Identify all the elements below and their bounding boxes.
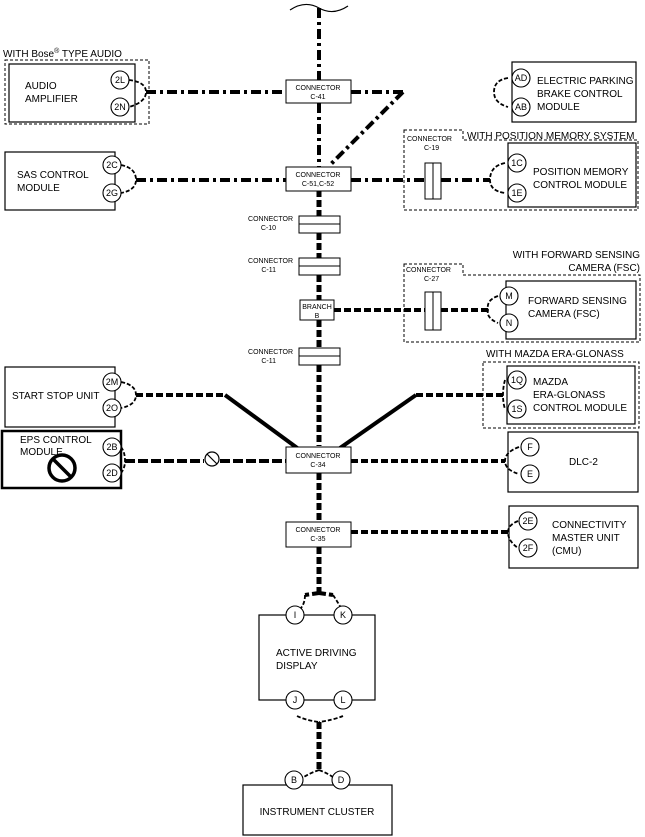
fsc-label: FORWARD SENSING xyxy=(528,296,627,307)
pin-label: N xyxy=(506,318,513,328)
audio-amp-label: AMPLIFIER xyxy=(25,94,78,105)
mazda-label: ERA-GLONASS xyxy=(533,390,606,401)
pin-label: 2O xyxy=(106,403,118,413)
option-boxes xyxy=(4,59,641,429)
adisp-label: ACTIVE DRIVING xyxy=(276,648,357,659)
pin-label: E xyxy=(527,469,533,479)
pin-label: M xyxy=(505,291,513,301)
mazda-label: CONTROL MODULE xyxy=(533,403,627,414)
with-fsc-label: WITH FORWARD SENSING xyxy=(513,250,640,261)
wires-dashed xyxy=(136,308,508,534)
sas-label: MODULE xyxy=(17,183,60,194)
eps-label: MODULE xyxy=(20,447,63,458)
pin-label: 2E xyxy=(522,516,533,526)
with-bose-label: WITH Bose® TYPE AUDIO xyxy=(3,47,122,60)
connector-c34: CONNECTOR xyxy=(296,453,341,460)
pin-label: B xyxy=(291,775,297,785)
pin-label: 1S xyxy=(511,404,522,414)
pin-label: 2B xyxy=(106,442,117,452)
epb-label: BRAKE CONTROL xyxy=(537,89,623,100)
pin-label: AB xyxy=(515,102,527,112)
connector-c11: CONNECTOR xyxy=(248,349,293,356)
connector-c35: C-35 xyxy=(310,536,325,543)
connector-c19: C-19 xyxy=(424,145,439,152)
with-fsc-label: CAMERA (FSC) xyxy=(568,263,640,274)
connector-c35: CONNECTOR xyxy=(296,527,341,534)
connector-lines xyxy=(299,163,434,357)
connector-c10: CONNECTOR xyxy=(248,216,293,223)
bus-top-tilde xyxy=(289,3,349,13)
wires-solid xyxy=(223,393,418,452)
epb-diagonal xyxy=(328,90,405,167)
prohibit-small-icon xyxy=(204,451,220,467)
pin-label: 2D xyxy=(106,468,118,478)
connector-boxes xyxy=(285,79,442,548)
epb-label: ELECTRIC PARKING xyxy=(537,76,634,87)
pin-label: D xyxy=(338,775,345,785)
connector-c11: C-11 xyxy=(261,267,276,274)
connector-c10: C-10 xyxy=(261,225,276,232)
sas-label: SAS CONTROL xyxy=(17,170,89,181)
start-stop-label: START STOP UNIT xyxy=(12,391,99,402)
cluster-label: INSTRUMENT CLUSTER xyxy=(260,807,375,818)
connector-c11: CONNECTOR xyxy=(248,258,293,265)
pin-label: 2F xyxy=(523,543,534,553)
pin-label: 2M xyxy=(106,377,119,387)
connector-c27: C-27 xyxy=(424,276,439,283)
connector-c41: CONNECTOR xyxy=(296,85,341,92)
cmu-label: CONNECTIVITY xyxy=(552,520,627,531)
mazda-label: MAZDA xyxy=(533,377,568,388)
pin-label: L xyxy=(340,695,345,705)
branch-b: BRANCH xyxy=(302,304,332,311)
eps-box xyxy=(0,429,123,490)
pin-circles xyxy=(102,68,540,790)
with-mazda-label: WITH MAZDA ERA-GLONASS xyxy=(486,349,624,360)
branch-b: B xyxy=(315,313,320,320)
pin-label: AD xyxy=(515,73,528,83)
component-boxes xyxy=(4,61,639,836)
connector-c19: CONNECTOR xyxy=(407,136,452,143)
pin-label: 2N xyxy=(114,102,126,112)
pin-label: F xyxy=(527,442,533,452)
adisp-top-wires xyxy=(304,591,334,597)
pin-label: 1Q xyxy=(511,375,523,385)
fsc-label: CAMERA (FSC) xyxy=(528,309,600,320)
pos-mem-label: CONTROL MODULE xyxy=(533,180,627,191)
cmu-label: MASTER UNIT xyxy=(552,533,620,544)
pin-label: K xyxy=(340,610,346,620)
prohibit-icon xyxy=(47,453,77,483)
connector-c51: C-51,C-52 xyxy=(302,181,334,188)
pin-label: I xyxy=(294,610,297,620)
wires-dashdot xyxy=(136,90,490,182)
connector-c11: C-11 xyxy=(261,358,276,365)
audio-amp-label: AUDIO xyxy=(25,81,57,92)
pin-label: 2C xyxy=(106,160,118,170)
connector-c51: CONNECTOR xyxy=(296,172,341,179)
cmu-label: (CMU) xyxy=(552,546,581,557)
pin-label: 1E xyxy=(511,188,522,198)
pos-mem-label: POSITION MEMORY xyxy=(533,167,629,178)
connector-c41: C-41 xyxy=(310,94,325,101)
eps-label: EPS CONTROL xyxy=(20,435,92,446)
epb-label: MODULE xyxy=(537,102,580,113)
connector-c27: CONNECTOR xyxy=(406,267,451,274)
pin-label: 2G xyxy=(106,188,118,198)
pin-label: J xyxy=(293,695,298,705)
adisp-label: DISPLAY xyxy=(276,661,318,672)
dlc-label: DLC-2 xyxy=(569,457,598,468)
pin-label: 1C xyxy=(511,158,523,168)
pin-label: 2L xyxy=(115,75,125,85)
with-pos-mem-label: WITH POSITION MEMORY SYSTEM xyxy=(467,131,634,142)
connector-c34: C-34 xyxy=(310,462,325,469)
